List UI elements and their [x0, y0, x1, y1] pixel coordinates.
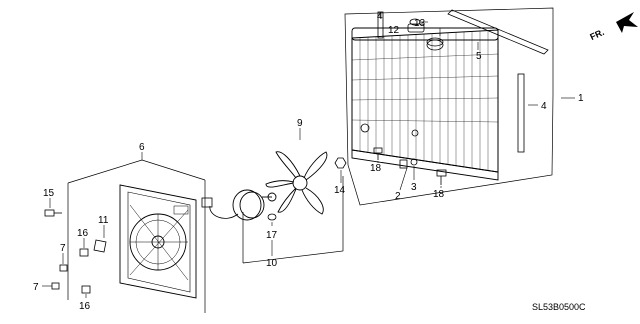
callout-17: 17	[266, 230, 278, 241]
clip-7a	[59, 264, 68, 272]
callout-7-upper: 7	[60, 243, 66, 254]
fan-shroud	[119, 184, 197, 299]
callout-3: 3	[411, 182, 417, 193]
clip-16b	[81, 285, 91, 294]
callout-labels: 1 2 3 4 4 5 6 7 7 9 10 11 12 13 14 15 16…	[33, 11, 584, 312]
shroud-group-bracket-top	[67, 159, 206, 184]
callout-14: 14	[334, 185, 346, 196]
callout-16-upper: 16	[77, 228, 89, 239]
fan-washer	[267, 213, 277, 221]
leader-lines	[42, 12, 575, 298]
callout-18-right: 18	[433, 189, 445, 200]
fan-nut	[334, 157, 347, 169]
callout-6: 6	[139, 142, 145, 153]
radiator-cap	[426, 37, 444, 51]
upper-rubber-strip	[447, 9, 549, 55]
callout-12: 12	[388, 25, 400, 36]
callout-9: 9	[297, 118, 303, 129]
callout-7-lower: 7	[33, 282, 39, 293]
callout-13: 13	[414, 18, 426, 29]
fan-group-bracket	[242, 176, 344, 264]
clip-7b	[51, 282, 60, 290]
callout-15: 15	[43, 188, 55, 199]
drawing-code: SL53B0500C	[532, 302, 586, 312]
fan-motor	[232, 189, 277, 221]
callout-11: 11	[98, 215, 109, 226]
callout-18-left: 18	[370, 163, 382, 174]
drain-plug	[399, 158, 418, 169]
bolt-18a	[373, 147, 383, 160]
cooling-fan-blade	[265, 151, 328, 215]
callout-5: 5	[476, 51, 482, 62]
callout-4-upper: 4	[377, 11, 383, 22]
clip-11	[93, 239, 107, 253]
front-direction-arrow-icon: FR.	[588, 12, 638, 42]
radiator-core	[351, 23, 499, 181]
callout-2: 2	[395, 191, 401, 202]
callout-1: 1	[578, 93, 584, 104]
direction-label: FR.	[588, 27, 605, 42]
bolt-15	[44, 209, 62, 217]
bolt-18b	[436, 169, 447, 185]
motor-harness	[209, 205, 239, 219]
callout-16-lower: 16	[79, 301, 91, 312]
radiator-group-outline	[344, 7, 554, 206]
side-rubber-strip	[517, 73, 525, 153]
callout-4-side: 4	[541, 101, 547, 112]
upper-mount-cushion	[377, 11, 384, 39]
harness-connector	[201, 197, 213, 208]
clip-16a	[79, 248, 89, 257]
callout-10: 10	[266, 258, 278, 269]
